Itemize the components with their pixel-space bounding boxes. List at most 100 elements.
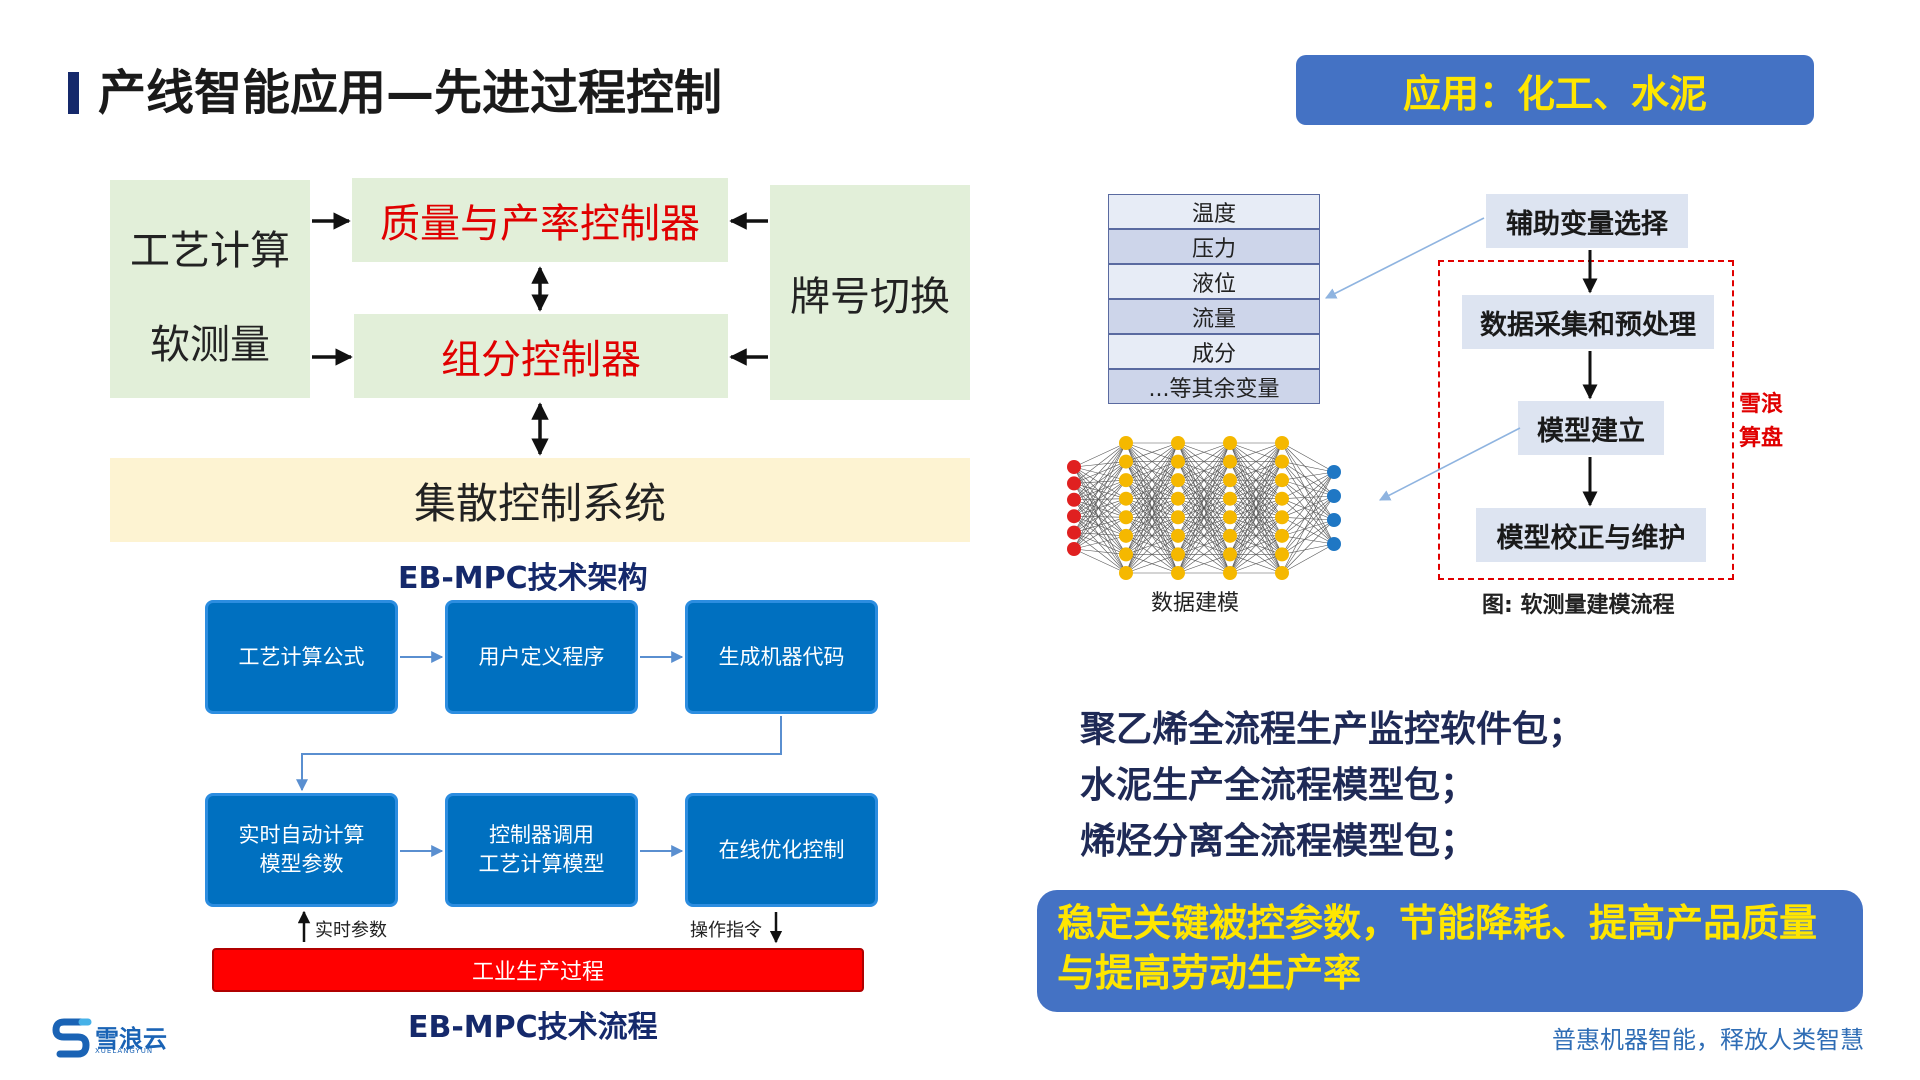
- neural-net-edge: [1177, 461, 1231, 574]
- flow-realtime-params-calc: 实时自动计算 模型参数: [205, 793, 398, 907]
- neural-net-hidden-node: [1119, 528, 1133, 543]
- logo-text: 雪浪云: [95, 1025, 167, 1053]
- neural-net-edge: [1177, 517, 1231, 574]
- data-modeling-label: 数据建模: [1150, 591, 1239, 616]
- neural-net-edge: [1073, 479, 1127, 550]
- neural-net-edge: [1125, 442, 1179, 555]
- neural-net-edge: [1073, 532, 1127, 555]
- neural-net-edge: [1281, 498, 1335, 545]
- neural-net-output-node: [1327, 465, 1341, 479]
- neural-net-hidden-node: [1119, 436, 1133, 450]
- neural-net-edge: [1073, 466, 1127, 537]
- neural-net-edge: [1281, 461, 1335, 521]
- neural-net-edge: [1229, 498, 1283, 574]
- neural-net-edge: [1073, 442, 1127, 468]
- neural-net-edge: [1073, 442, 1127, 517]
- soft-sensor-caption: 图: 软测量建模流程: [1482, 593, 1675, 618]
- neural-net-edges: [1073, 442, 1335, 574]
- neural-net-edge: [1073, 442, 1127, 550]
- neural-net-edge: [1281, 495, 1335, 500]
- neural-net-hidden-node: [1223, 547, 1237, 562]
- neural-net-edge: [1281, 535, 1335, 545]
- flow-caption: EB-MPC技术流程: [408, 1010, 658, 1045]
- neural-net-output-node: [1327, 489, 1341, 503]
- neural-net-edge: [1125, 517, 1179, 574]
- neural-net-edge: [1281, 495, 1335, 574]
- operation-cmd-label: 操作指令: [690, 920, 762, 941]
- neural-net-edge: [1125, 442, 1179, 481]
- neural-net-edge: [1073, 498, 1127, 517]
- neural-net-hidden-node: [1275, 510, 1289, 525]
- neural-net-hidden-node: [1171, 454, 1185, 469]
- neural-net-edge: [1281, 495, 1335, 518]
- neural-net-edge: [1073, 466, 1127, 518]
- neural-net-edge: [1281, 479, 1335, 521]
- title-accent-bar: [68, 72, 79, 114]
- neural-net-edge: [1073, 483, 1127, 555]
- architecture-caption: EB-MPC技术架构: [398, 561, 648, 596]
- package-cement: 水泥生产全流程模型包；: [1080, 765, 1477, 806]
- neural-net-hidden-node: [1275, 473, 1289, 488]
- step-model-correction: 模型校正与维护: [1476, 508, 1706, 562]
- grade-switch-box: 牌号切换: [770, 185, 970, 400]
- neural-net-edge: [1073, 466, 1127, 574]
- soft-sensor-label: 软测量: [150, 322, 270, 368]
- neural-net-edge: [1073, 479, 1127, 484]
- variable-temperature: 温度: [1108, 194, 1320, 229]
- neural-net-edge: [1281, 461, 1335, 473]
- flow-arrow-wrap: [296, 716, 782, 792]
- industrial-process-bar: 工业生产过程: [212, 948, 864, 992]
- xuelang-platform-label: 雪浪 算盘: [1736, 388, 1786, 456]
- neural-net-output-node: [1327, 513, 1341, 527]
- neural-net-edge: [1125, 442, 1179, 537]
- neural-net-edge: [1177, 442, 1231, 518]
- neural-net-output-node: [1327, 537, 1341, 551]
- neural-net-hidden-node: [1171, 547, 1185, 562]
- neural-net-edge: [1177, 479, 1231, 574]
- neural-net-edge: [1177, 442, 1231, 462]
- neural-net-edge: [1281, 442, 1335, 521]
- neural-net-hidden-node: [1171, 436, 1185, 450]
- neural-net-edge: [1229, 461, 1283, 574]
- neural-net-edge: [1229, 535, 1283, 574]
- neural-net-hidden-node: [1223, 491, 1237, 506]
- neural-net-hidden-node: [1275, 547, 1289, 562]
- neural-net-edge: [1281, 442, 1335, 545]
- arrow-model-to-network: [1379, 427, 1521, 501]
- neural-net-edge: [1281, 471, 1335, 518]
- platform-line2: 算盘: [1738, 426, 1783, 451]
- neural-net-edge: [1281, 471, 1335, 481]
- neural-net-edge: [1073, 548, 1127, 555]
- neural-net-hidden-node: [1223, 528, 1237, 543]
- neural-net-nodes: [1067, 436, 1341, 580]
- step-data-collection: 数据采集和预处理: [1462, 295, 1714, 349]
- neural-net-edge: [1177, 554, 1231, 574]
- variable-others: ...等其余变量: [1108, 369, 1320, 404]
- neural-net-input-node: [1067, 509, 1081, 524]
- neural-net-edge: [1281, 471, 1335, 537]
- neural-net-edge: [1073, 442, 1127, 533]
- neural-net-edge: [1073, 516, 1127, 533]
- flow-online-optimization: 在线优化控制: [685, 793, 878, 907]
- flow-process-formula: 工艺计算公式: [205, 600, 398, 714]
- neural-net-input-node: [1067, 476, 1081, 491]
- neural-net-edge: [1073, 498, 1127, 533]
- neural-net-edge: [1125, 442, 1179, 499]
- neural-net-edge: [1281, 442, 1335, 473]
- neural-net-edge: [1281, 517, 1335, 545]
- step-aux-variable-selection: 辅助变量选择: [1486, 194, 1688, 248]
- neural-net-hidden-node: [1171, 510, 1185, 525]
- neural-net-edge: [1125, 442, 1179, 462]
- neural-net-edge: [1281, 519, 1335, 574]
- neural-net-edge: [1073, 479, 1127, 517]
- neural-net-edge: [1281, 442, 1335, 497]
- neural-net-input-node: [1067, 542, 1081, 556]
- benefit-banner: 稳定关键被控参数，节能降耗、提高产品质量与提高劳动生产率: [1037, 890, 1863, 1012]
- flow-controller-line2: 工艺计算模型: [478, 852, 605, 876]
- neural-net-edge: [1073, 498, 1127, 550]
- neural-net-edge: [1177, 442, 1231, 555]
- flow-controller-line1: 控制器调用: [489, 823, 594, 847]
- neural-net-edge: [1281, 479, 1335, 497]
- neural-net-edge: [1281, 471, 1335, 499]
- page-title: 产线智能应用—先进过程控制: [98, 65, 723, 121]
